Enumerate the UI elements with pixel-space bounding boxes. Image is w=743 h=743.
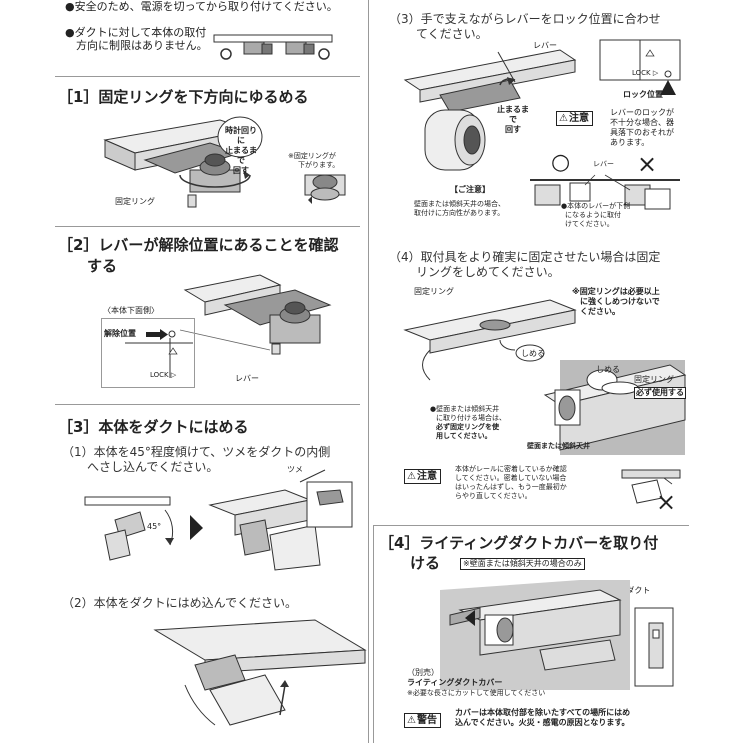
step4-title-line1: ［4］ライティングダクトカバーを取り付 bbox=[379, 534, 659, 552]
notice-line1: 壁面または傾斜天井の場合、 bbox=[414, 200, 505, 208]
step2-title-line2: する bbox=[87, 257, 118, 275]
caution1-line4: あります。 bbox=[610, 138, 650, 147]
caution2-line4: らやり直してください。 bbox=[455, 492, 532, 500]
step3c-note-line1: ※固定リングは必要以上 bbox=[572, 287, 660, 296]
lock-panel bbox=[125, 338, 193, 378]
gap-illustration bbox=[621, 469, 681, 504]
wall-line3: 必ず固定リングを使 bbox=[436, 423, 499, 431]
notice-title: 【ご注意】 bbox=[450, 185, 490, 194]
warning-triangle-icon: ⚠ bbox=[407, 471, 416, 482]
caution-badge-1: ⚠注意 bbox=[556, 111, 593, 126]
ng-note-line3: けてください。 bbox=[565, 220, 614, 228]
caution2-line3: はいったんはずし、もう一度最初か bbox=[455, 483, 567, 491]
caution2-line1: 本体がレールに密着しているか確認 bbox=[455, 465, 567, 473]
caution-badge-2: ⚠注意 bbox=[404, 469, 441, 484]
direction-note-line2: 方向に制限はありません。 bbox=[76, 39, 208, 52]
step3-sub2: （2）本体をダクトにはめ込んでください。 bbox=[62, 596, 298, 610]
wall-line1: ●壁面または傾斜天井 bbox=[430, 405, 500, 413]
caution1-line2: 不十分な場合、器 bbox=[610, 118, 674, 127]
cover-label: ライティングダクトカバー bbox=[407, 678, 503, 687]
must-use-badge: 必ず使用する bbox=[634, 387, 686, 399]
step4-illustration bbox=[440, 580, 630, 690]
step3-sub1-line1: （1）本体を45°程度傾けて、ツメをダクトの内側 bbox=[62, 445, 331, 459]
wall-only-badge: ※壁面または傾斜天井の場合のみ bbox=[460, 558, 585, 570]
ring-detail-illustration bbox=[304, 174, 346, 204]
ok-mark: ○ bbox=[551, 150, 571, 175]
top-rail-illustration bbox=[213, 34, 333, 60]
ok-ng-illustration bbox=[530, 174, 680, 210]
step3-insert-illustration bbox=[153, 619, 367, 726]
step3c-ring-label: 固定リング bbox=[414, 287, 454, 296]
notice-line2: 取付けに方向性があります。 bbox=[414, 209, 505, 217]
warning-line2: 込んでください。火災・感電の原因となります。 bbox=[455, 718, 630, 727]
step3-sub3-line2: てください。 bbox=[416, 27, 488, 41]
divider bbox=[55, 404, 360, 405]
safety-note: ●安全のため、電源を切ってから取り付けてください。 bbox=[65, 0, 338, 13]
step3-sub4-line2: リングをしめてください。 bbox=[416, 265, 560, 279]
step3c-note-line2: に強くしめつけないで bbox=[580, 297, 660, 306]
warning-line1: カバーは本体取付部を除いたすべての場所にはめ bbox=[455, 708, 631, 717]
tsume-label: ツメ bbox=[287, 465, 303, 474]
step3c-illustration bbox=[403, 299, 577, 381]
lever-small-label: レバー bbox=[593, 160, 614, 168]
ring2-label: 固定リング bbox=[634, 375, 674, 384]
bottom-view-label: 〈本体下面側〉 bbox=[103, 306, 159, 315]
angle-label: 45° bbox=[147, 522, 162, 531]
lock-position-panel bbox=[599, 39, 681, 95]
step2-lever-label: レバー bbox=[235, 374, 259, 383]
wall-label: 壁面または傾斜天井 bbox=[527, 442, 590, 450]
direction-note-line1: ●ダクトに対して本体の取付 bbox=[65, 26, 207, 39]
caution1-line3: 具落下のおそれが bbox=[610, 128, 674, 137]
warning-triangle-icon: ⚠ bbox=[559, 113, 568, 124]
step3-tilt-illustration bbox=[84, 469, 353, 571]
step3-sub3-line1: （3）手で支えながらレバーをロック位置に合わせ bbox=[389, 12, 661, 26]
lock-mark-right: LOCK ▷ bbox=[632, 69, 659, 77]
lock-mark: LOCK ▷ bbox=[150, 371, 177, 379]
bottom-view-box bbox=[101, 318, 195, 388]
column-divider bbox=[368, 0, 369, 743]
step1-ring-label: 固定リング bbox=[115, 197, 155, 206]
shimeru-label: しめる bbox=[521, 349, 545, 358]
release-position-label: 解除位置 bbox=[104, 329, 136, 338]
step4-detail-illustration bbox=[634, 607, 674, 687]
cut-note: ※必要な長さにカットして使用してください bbox=[407, 689, 546, 697]
warning-badge: ⚠警告 bbox=[404, 713, 441, 728]
divider bbox=[55, 76, 360, 77]
sold-sep-label: （別売） bbox=[407, 668, 439, 677]
warning-triangle-icon: ⚠ bbox=[407, 715, 416, 726]
step1-callout-line2: 止まるまで bbox=[225, 146, 257, 165]
release-arrow-icon bbox=[146, 329, 176, 340]
step3-sub1-line2: へさし込んでください。 bbox=[87, 460, 219, 474]
step3-sub4-line1: （4）取付具をより確実に固定させたい場合は固定 bbox=[389, 250, 661, 264]
step4-title-line2: ける bbox=[410, 554, 441, 572]
ng-note-line1: ●本体のレバーが下側 bbox=[561, 202, 631, 210]
ng-mark-2: × bbox=[656, 488, 677, 516]
step2-title-line1: ［2］レバーが解除位置にあることを確認 bbox=[58, 236, 339, 254]
step3c-note-line3: ください。 bbox=[580, 307, 620, 316]
step1-title: ［1］固定リングを下方向にゆるめる bbox=[58, 88, 309, 106]
caution1-line1: レバーのロックが bbox=[610, 108, 674, 117]
stop-line1: 止まるまで bbox=[497, 105, 529, 124]
step3-lock-illustration bbox=[403, 49, 577, 171]
step3b-lever-label: レバー bbox=[533, 41, 557, 50]
stop-line2: 回す bbox=[505, 125, 521, 134]
wall-line4: 用してください。 bbox=[436, 432, 492, 440]
ng-note-line2: になるように取付 bbox=[565, 211, 621, 219]
step3-title: ［3］本体をダクトにはめる bbox=[58, 418, 249, 436]
step1-note-line1: ※固定リングが bbox=[288, 152, 336, 160]
step1-callout-line1: 時計回りに bbox=[225, 126, 257, 145]
divider bbox=[55, 226, 360, 227]
shimeru2-label: しめる bbox=[596, 365, 620, 374]
step4-box bbox=[373, 525, 689, 743]
step2-illustration bbox=[179, 274, 332, 355]
wall-line2: に取り付ける場合は、 bbox=[436, 414, 506, 422]
step1-callout-line3: 回す bbox=[233, 166, 249, 175]
lock-position-label: ロック位置 bbox=[623, 90, 663, 99]
step1-note-line2: 下がります。 bbox=[298, 161, 340, 169]
step1-illustration bbox=[103, 116, 263, 208]
caution2-line2: してください。密着していない場合 bbox=[455, 474, 567, 482]
ng-mark: × bbox=[637, 150, 658, 178]
